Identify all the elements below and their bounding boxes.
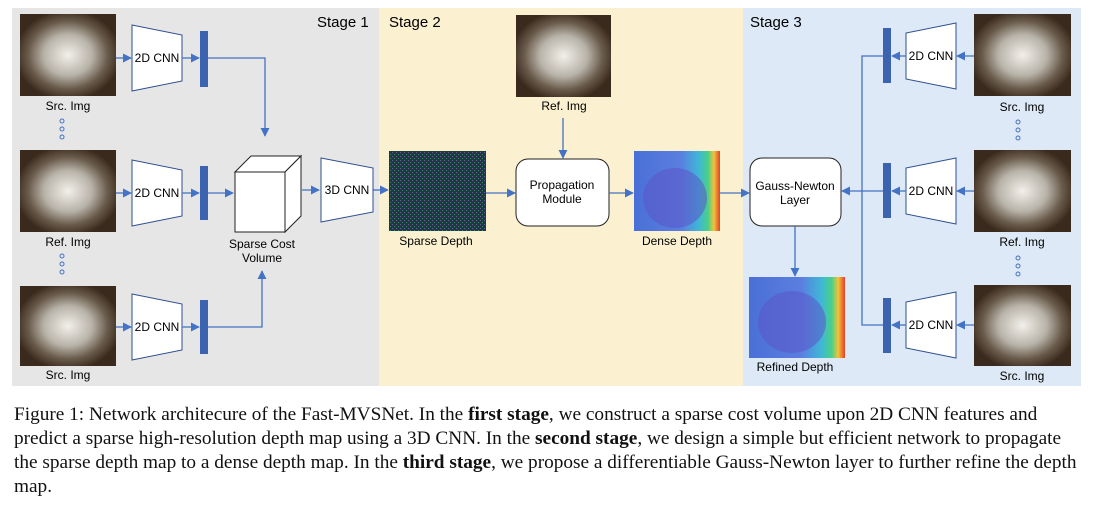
src-image-bottom	[20, 286, 116, 366]
src-image-top	[20, 14, 116, 96]
sparse-depth-caption: Sparse Depth	[399, 234, 472, 248]
ref-image-stage2	[516, 15, 611, 97]
ref-image-right-caption: Ref. Img	[999, 235, 1044, 249]
ref-image-left	[20, 150, 116, 232]
cost-volume-label-line1: Sparse Cost	[229, 237, 296, 251]
caption-text: , we propose a differentiable Gauss-Newt…	[14, 452, 1077, 497]
cnn2d-block-bottom: 2D CNN	[131, 293, 183, 361]
src-image-bottom-caption: Src. Img	[46, 368, 91, 382]
svg-text:2D CNN: 2D CNN	[909, 318, 954, 332]
caption-text: , we design a simple but efficient netwo…	[14, 428, 1062, 473]
propagation-module: Propagation Module	[515, 158, 610, 227]
ref-image-left-caption: Ref. Img	[45, 235, 90, 249]
svg-text:2D CNN: 2D CNN	[909, 184, 954, 198]
refined-depth-caption: Refined Depth	[757, 360, 834, 374]
svg-text:Gauss-Newton: Gauss-Newton	[755, 179, 834, 193]
svg-text:2D CNN: 2D CNN	[909, 49, 954, 63]
arrow	[208, 270, 267, 328]
figure-caption: Figure 1: Network architecure of the Fas…	[14, 403, 1084, 499]
feature-map-bar	[200, 300, 208, 354]
svg-text:2D CNN: 2D CNN	[135, 320, 180, 334]
svg-text:Module: Module	[542, 192, 582, 206]
feature-map-bar	[200, 31, 208, 87]
cnn2d-block-right-middle: 2D CNN	[905, 157, 957, 225]
svg-text:2D CNN: 2D CNN	[135, 51, 180, 65]
src-image-right-bottom	[974, 285, 1071, 366]
sparse-depth-map	[389, 151, 486, 231]
stage2-label: Stage 2	[389, 14, 441, 31]
dense-depth-map	[634, 151, 720, 231]
ref-image-stage2-caption: Ref. Img	[541, 99, 586, 113]
ellipsis-dots	[1015, 119, 1021, 141]
feature-map-bar	[883, 163, 891, 218]
stage3-label: Stage 3	[750, 14, 802, 31]
svg-text:Layer: Layer	[780, 193, 810, 207]
ellipsis-dots	[59, 253, 65, 275]
architecture-diagram: Stage 1 Stage 2 Stage 3 Src. Img Ref. Im…	[12, 8, 1081, 386]
ellipsis-dots	[1015, 255, 1021, 277]
svg-text:Propagation: Propagation	[530, 178, 595, 192]
cnn2d-block-top: 2D CNN	[131, 24, 183, 92]
cnn3d-block: 3D CNN	[320, 157, 374, 223]
feature-map-bar	[883, 28, 891, 83]
ellipsis-dots	[59, 118, 65, 140]
feature-map-bar	[200, 166, 208, 220]
src-image-top-caption: Src. Img	[46, 99, 91, 113]
caption-bold-second-stage: second stage	[535, 428, 638, 449]
cnn2d-block-right-top: 2D CNN	[905, 22, 957, 90]
caption-bold-first-stage: first stage	[468, 404, 549, 425]
arrow	[208, 57, 270, 137]
cnn2d-block-middle: 2D CNN	[131, 159, 183, 227]
caption-bold-third-stage: third stage	[402, 452, 492, 473]
src-image-right-bottom-caption: Src. Img	[1000, 369, 1045, 383]
gauss-newton-layer: Gauss-Newton Layer	[749, 157, 842, 227]
src-image-right-top	[974, 14, 1071, 96]
cnn2d-block-right-bottom: 2D CNN	[905, 291, 957, 359]
svg-text:3D CNN: 3D CNN	[325, 183, 370, 197]
ref-image-right	[974, 150, 1071, 232]
src-image-right-top-caption: Src. Img	[1000, 100, 1045, 114]
cost-volume-label-line2: Volume	[242, 251, 282, 265]
feature-map-bar	[883, 298, 891, 353]
sparse-cost-volume-cube	[233, 154, 303, 234]
dense-depth-caption: Dense Depth	[642, 234, 712, 248]
stage1-label: Stage 1	[317, 14, 369, 31]
refined-depth-map	[749, 277, 845, 358]
svg-text:2D CNN: 2D CNN	[135, 186, 180, 200]
caption-text: Figure 1: Network architecure of the Fas…	[14, 404, 469, 425]
caption-text: , we construct a sparse cost volume upon…	[14, 404, 1038, 449]
